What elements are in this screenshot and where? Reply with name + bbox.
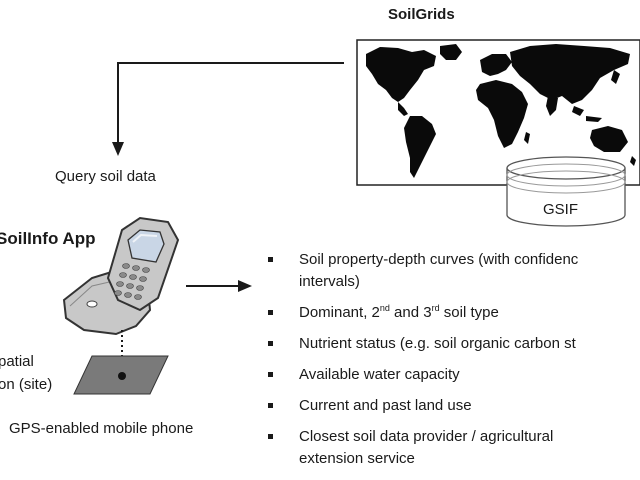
bullet-icon [268, 310, 273, 315]
mobile-phone-icon [62, 216, 180, 336]
world-map-land [366, 44, 636, 178]
list-item: Closest soil data provider / agricultura… [268, 426, 578, 470]
soilinfo-app-label: SoilInfo App [0, 229, 96, 248]
bullet-icon [268, 434, 273, 439]
list-item-text: extension service [299, 450, 415, 467]
phone-keypad [114, 263, 150, 300]
world-map [356, 39, 640, 186]
list-item: Dominant, 2nd and 3rd soil type [268, 302, 578, 324]
list-item: Soil property-depth curves (with confide… [268, 249, 578, 293]
query-soil-data-label: Query soil data [55, 168, 156, 185]
list-item: Current and past land use [268, 395, 578, 417]
spatial-location-label-line2: on (site) [0, 376, 53, 393]
bullet-icon [268, 372, 273, 377]
bullet-icon [268, 403, 273, 408]
soil-info-list: Soil property-depth curves (with confide… [268, 249, 578, 479]
list-item-text: Nutrient status (e.g. soil organic carbo… [299, 335, 576, 352]
list-item-text: Soil property-depth curves (with confide… [299, 251, 579, 268]
bullet-icon [268, 257, 273, 262]
soilgrids-title: SoilGrids [388, 6, 455, 23]
list-item-text: intervals) [299, 273, 360, 290]
list-item-text: Available water capacity [299, 366, 460, 383]
gsif-label: GSIF [543, 201, 579, 218]
list-item: Available water capacity [268, 364, 578, 386]
results-arrow [186, 280, 252, 292]
list-item-text: Current and past land use [299, 397, 472, 414]
list-item-text: Closest soil data provider / agricultura… [299, 428, 554, 445]
spatial-location-label-line1: patial [0, 353, 34, 370]
list-item-text: Dominant, 2nd and 3rd soil type [299, 303, 499, 322]
bullet-icon [268, 341, 273, 346]
list-item: Nutrient status (e.g. soil organic carbo… [268, 333, 578, 355]
gsif-database-icon [506, 156, 626, 227]
site-point [118, 372, 126, 380]
query-arrow [112, 62, 344, 156]
gps-phone-label: GPS-enabled mobile phone [9, 420, 194, 437]
